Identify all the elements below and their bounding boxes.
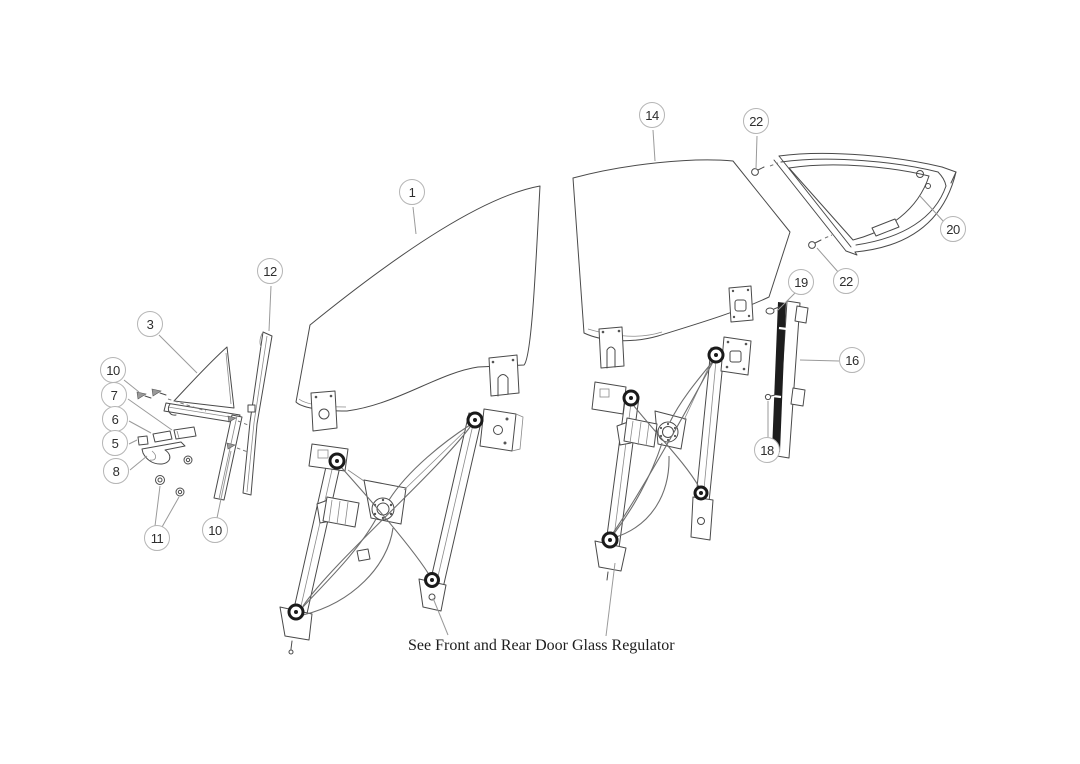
quarter-window-assembly — [751, 152, 957, 256]
rear-glass-left-bracket — [598, 326, 625, 369]
callout-19: 19 — [788, 269, 814, 295]
front-glass-run-channel — [242, 331, 273, 496]
rear-door-glass — [572, 159, 791, 369]
screw-10-pair — [136, 388, 207, 412]
front-reg-cables — [301, 424, 471, 616]
rear-glass-center-bracket — [728, 285, 754, 323]
callout-16: 16 — [839, 347, 865, 373]
callout-22-mid: 22 — [833, 268, 859, 294]
callout-8: 8 — [103, 458, 129, 484]
rear-door-regulator — [591, 336, 752, 581]
clip-part-5 — [137, 435, 149, 446]
bracket-part-8 — [141, 441, 186, 465]
rear-reg-bottom-right-foot — [690, 496, 714, 541]
callout-5: 5 — [102, 430, 128, 456]
front-door-glass — [295, 185, 541, 432]
front-reg-motor — [316, 429, 467, 528]
front-reg-top-right-bracket — [479, 408, 517, 452]
callout-20: 20 — [940, 216, 966, 242]
clip-part-7 — [173, 426, 197, 440]
rear-reg-top-left-bracket — [591, 381, 627, 415]
rear-reg-cables — [612, 359, 715, 539]
screw-18 — [764, 393, 776, 401]
hex-nut — [183, 455, 193, 465]
screw-22-mid — [808, 234, 833, 249]
callout-3: 3 — [137, 311, 163, 337]
callout-1: 1 — [399, 179, 425, 205]
nut-part-11-upper — [155, 475, 165, 485]
screw-22-top — [751, 162, 779, 176]
front-glass-right-bracket — [488, 354, 520, 397]
rear-glass-run-channel — [764, 300, 809, 459]
caption: See Front and Rear Door Glass Regulator — [408, 637, 675, 654]
callout-11: 11 — [144, 525, 170, 551]
callout-6: 6 — [102, 406, 128, 432]
clip-19 — [765, 306, 780, 315]
callout-14: 14 — [639, 102, 665, 128]
callout-10-lower: 10 — [202, 517, 228, 543]
nut-part-11-lower — [175, 487, 185, 497]
screw-10-on-channel — [226, 415, 249, 453]
front-glass-left-bracket — [310, 390, 338, 432]
front-door-regulator — [279, 408, 524, 655]
front-vent-assembly — [136, 331, 273, 501]
callout-22-top: 22 — [743, 108, 769, 134]
callout-18: 18 — [754, 437, 780, 463]
callout-7: 7 — [101, 382, 127, 408]
leader-lines — [123, 129, 945, 637]
rear-reg-top-right-bracket — [720, 336, 752, 376]
callout-10-upper: 10 — [100, 357, 126, 383]
front-reg-left-rail — [292, 448, 344, 619]
vent-base-rail — [163, 402, 243, 501]
callout-12: 12 — [257, 258, 283, 284]
clip-part-6 — [152, 430, 173, 443]
vent-glass-triangle — [173, 346, 235, 409]
